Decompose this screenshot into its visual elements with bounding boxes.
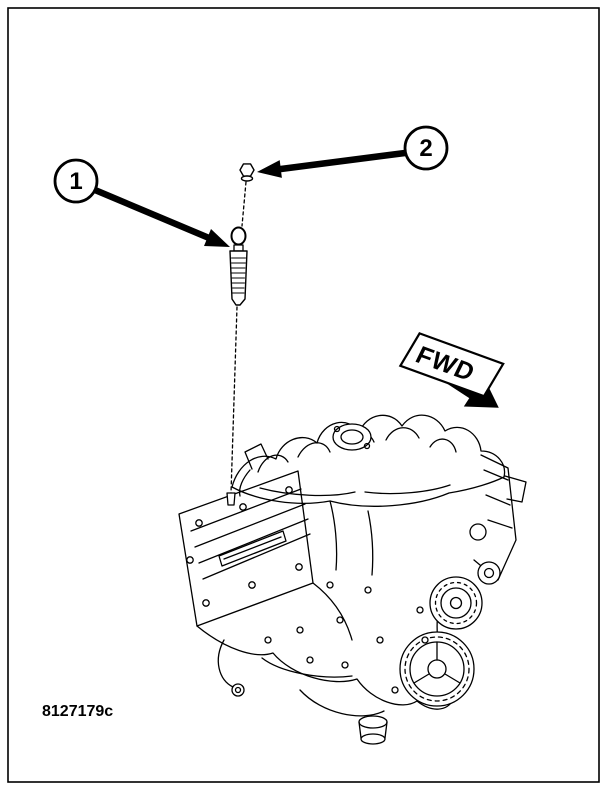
dashed-guide-line-lower	[230, 306, 238, 494]
callout-1-arrowhead	[204, 229, 230, 247]
engine-block-lower	[196, 500, 457, 745]
callout-2-circle	[403, 125, 449, 171]
front-accessory-drive	[399, 454, 527, 707]
callout-2-arrowhead	[257, 160, 282, 178]
callout-1-label: 1	[69, 168, 82, 195]
dipstick-grip-hatching	[231, 257, 246, 294]
dipstick-cap-nut	[239, 163, 255, 182]
callout-1-circle	[53, 158, 99, 204]
engine-bolts	[264, 581, 429, 694]
figure-code: 8127179c	[42, 703, 113, 720]
dipstick-illustration	[226, 181, 248, 506]
throttle-body	[332, 423, 372, 451]
callout-1-arrow-shaft	[93, 187, 211, 241]
engine-illustration	[178, 414, 527, 745]
fwd-banner-outline	[398, 332, 505, 398]
dashed-guide-line-upper	[241, 181, 247, 227]
dipstick-tube-entry	[226, 492, 236, 506]
intake-manifold	[231, 414, 506, 507]
fwd-direction-marker: FWD	[398, 332, 505, 408]
figure-border	[7, 7, 600, 783]
callout-2: 2	[257, 125, 449, 178]
callout-2-label: 2	[419, 135, 432, 162]
callout-2-arrow-shaft	[275, 149, 406, 173]
callout-1: 1	[53, 158, 230, 247]
dipstick-collar	[233, 244, 244, 252]
valve-cover	[178, 470, 314, 627]
